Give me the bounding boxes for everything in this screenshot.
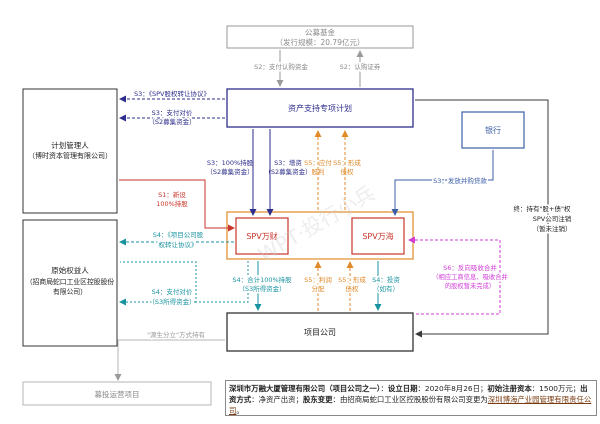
label-s6-2: （相应工商信息、吸收合并 xyxy=(432,272,508,281)
footer-new-owner: 深圳博海产业园管理有限责任公司 xyxy=(229,395,592,415)
label-s5-a-2: 股利 xyxy=(312,167,325,176)
node-spv-container: SPV万财 SPV万海 xyxy=(226,211,414,260)
label-hold-1: 终：持有"股+债"权 xyxy=(514,204,571,213)
footer-company: 深圳市万融大厦管理有限公司（项目公司之一） xyxy=(229,384,381,393)
originator-line1: 原始权益人 xyxy=(51,265,89,275)
label-s5-b-1: S5：形成 xyxy=(333,158,361,167)
node-public-fund: 公募基金 （发行规模：20.79亿元） xyxy=(226,25,414,49)
label-s5-b-2: 债权 xyxy=(341,167,355,176)
footer-est-value: 2020年8月26日 xyxy=(424,384,480,393)
label-hold-3: （暂未注销） xyxy=(533,224,572,233)
node-originator: 原始权益人 （招商局蛇口工业区控股股份 有限公司） xyxy=(22,219,118,347)
footer-cap-label: 初始注册资本 xyxy=(487,384,532,393)
node-plan-manager: 计划管理人 （博时资本管理有限公司） xyxy=(22,88,118,214)
label-s1-2: 100%持股 xyxy=(156,199,188,208)
label-s4-pay-1: S4：支付对价 xyxy=(152,287,193,296)
footer-cap-value: 1500万元 xyxy=(539,384,573,393)
node-spv-wancai xyxy=(235,217,289,255)
footer-est-label: 设立日期 xyxy=(387,384,418,393)
fund-title: 公募基金 xyxy=(305,27,335,37)
label-s2-pay: S2：支付认购资金 xyxy=(254,62,308,71)
arrow-spinoff xyxy=(114,339,225,381)
arrow-s6-merger xyxy=(408,236,501,315)
label-s5-d-2: 债权 xyxy=(346,284,360,293)
label-s6-1: S6：反向吸收合并 xyxy=(443,263,497,272)
label-s3-cap-2: （S2募集资金） xyxy=(264,167,311,176)
footer-note: 深圳市万融大厦管理有限公司（项目公司之一）：设立日期：2020年8月26日；初始… xyxy=(225,380,597,416)
fund-subtitle: （发行规模：20.79亿元） xyxy=(276,37,365,47)
originator-line2: （招商局蛇口工业区控股股份 xyxy=(26,277,115,286)
label-s4-pay-2: （S3所得资金） xyxy=(148,297,195,306)
footer-change-label: 股东变更 xyxy=(302,395,333,404)
bank-title: 银行 xyxy=(485,125,501,135)
label-s4-invest-2: （如有） xyxy=(373,284,399,293)
label-s3-loan: S3：发放并购贷款 xyxy=(433,176,487,185)
label-s6-3: 的股权暂未完成） xyxy=(445,281,495,290)
arrow-s3-loan xyxy=(391,150,494,216)
ops-project-title: 募投运营项目 xyxy=(95,389,140,399)
label-s5-c-1: S5：利润 xyxy=(304,275,332,284)
label-s3-hold-2: （S2募集资金） xyxy=(206,167,253,176)
label-hold-2: SPV公司注销 xyxy=(533,214,572,223)
label-s2-sub: S2：认购证券 xyxy=(340,62,381,71)
originator-line3: 有限公司） xyxy=(53,287,87,296)
footer-method-value: 净资产出资 xyxy=(258,395,296,404)
manager-line2: （博时资本管理有限公司） xyxy=(28,151,112,160)
node-ops-project: 募投运营项目 xyxy=(22,381,212,406)
label-s5-d-1: S5：形成 xyxy=(338,275,366,284)
abs-plan-title: 资产支持专项计划 xyxy=(288,103,352,113)
label-s1-1: S1：新设 xyxy=(158,190,186,199)
label-s5-a-1: S5：应付 xyxy=(304,158,332,167)
label-s4-spv-1: S4：《项目公司股 xyxy=(153,231,204,239)
label-s3-transfer: S3：《SPV股权转让协议》 xyxy=(134,89,210,98)
label-s4-hold-2: （S3所得资金） xyxy=(238,284,285,293)
arrow-s1-new xyxy=(119,179,235,232)
label-s4-invest-1: S4：投资 xyxy=(372,275,400,284)
node-project-company: 项目公司 xyxy=(226,312,414,352)
label-s3-cap-1: S3：增资 xyxy=(274,158,302,167)
manager-line1: 计划管理人 xyxy=(51,140,89,150)
spv-wanhai-title: SPV万海 xyxy=(362,231,393,241)
label-s4-hold-1: S4：合计100%持股 xyxy=(232,275,292,284)
label-s3-pay-1: S3：支付对价 xyxy=(152,108,193,117)
node-abs-plan: 资产支持专项计划 xyxy=(226,88,414,128)
label-s4-spv-2: 权转让协议》 xyxy=(159,240,198,249)
node-bank: 银行 xyxy=(461,111,525,149)
label-s5-c-2: 分配 xyxy=(312,284,326,293)
label-s3-pay-2: （S2募集资金） xyxy=(148,117,195,126)
project-co-title: 项目公司 xyxy=(304,328,336,337)
node-spv-wanhai xyxy=(351,217,405,255)
label-mode: "源生分立"方式持有 xyxy=(147,330,205,339)
footer-change-value: 由招商局蛇口工业区控股股份有限公司变更为 xyxy=(339,395,488,404)
spv-wancai-title: SPV万财 xyxy=(246,231,277,241)
label-s3-hold-1: S3：100%持股 xyxy=(207,158,254,167)
footer-method-label: 出资方式 xyxy=(229,384,588,404)
arrow-final-hold xyxy=(415,99,549,338)
